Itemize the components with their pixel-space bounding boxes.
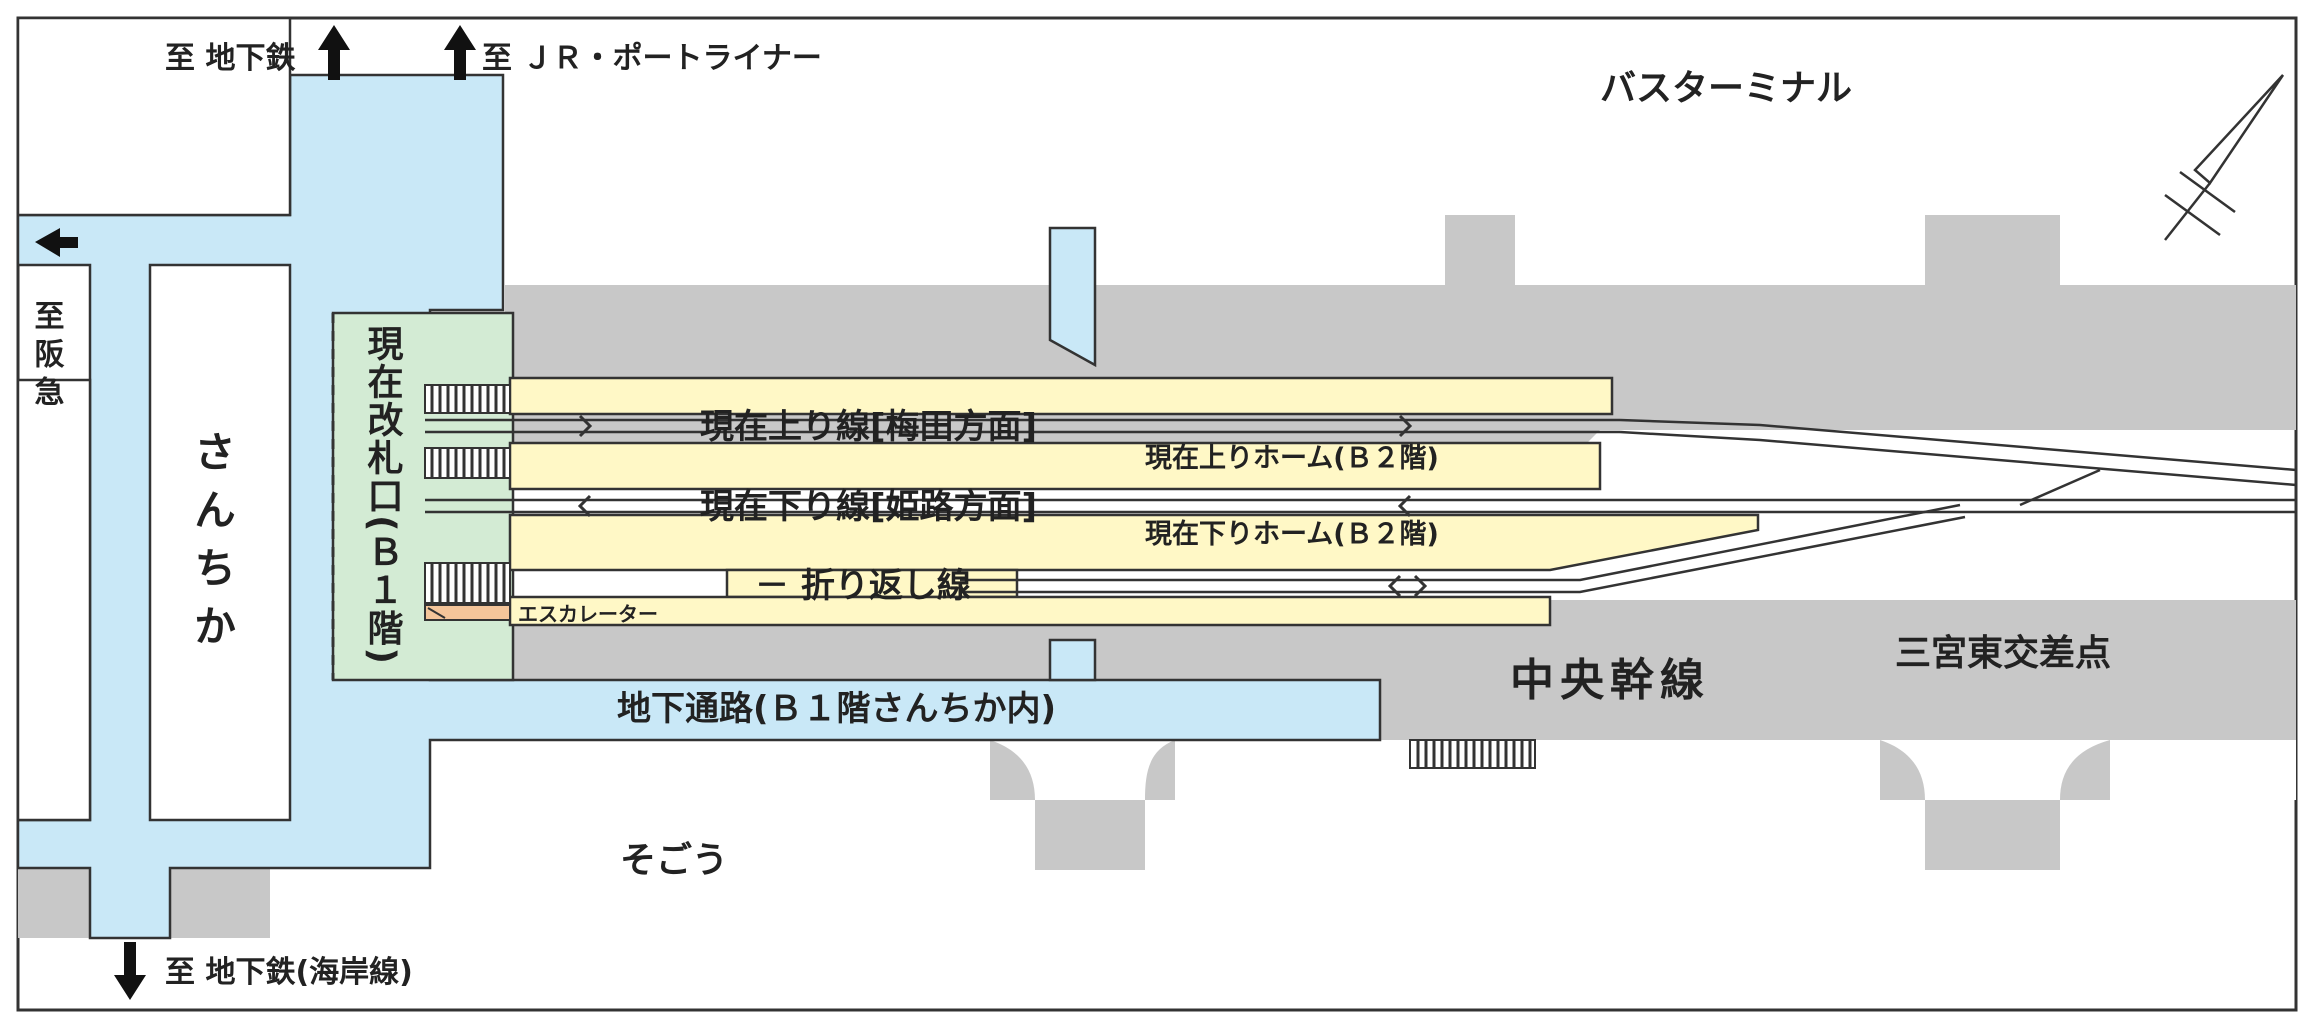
label-sogo: そごう [620,840,728,881]
label-sannomiya-east-intersection: 三宮東交差点 [1895,632,2111,674]
label-to-subway-kaigan: 至 地下鉄(海岸線) [165,955,413,990]
label-platform-down: 現在下りホーム(Ｂ２階) [1145,519,1439,550]
label-bus-terminal: バスターミナル [1600,68,1852,109]
stairs-lower [424,562,511,604]
label-chuo-kansen: 中央幹線 [1510,655,1710,706]
stairs-middle [424,447,511,479]
direction-chevrons [577,414,1428,598]
label-platform-up: 現在上りホーム(Ｂ２階) [1145,443,1439,474]
stairs [424,384,1536,769]
escalator [424,604,511,621]
stairs-passage-end [1409,739,1536,769]
label-line-up: 現在上り線[梅田方面] [700,407,1037,447]
arrow-left-hankyu-icon [35,228,78,257]
label-to-hankyu: 至阪急 [29,300,65,414]
stairs-top [424,384,511,414]
label-underground-passage: 地下通路(Ｂ１階さんちか内) [617,689,1056,729]
label-sanchika: さんちか [188,430,237,662]
tracks [425,418,2297,594]
north-arrow-icon [2164,74,2285,241]
label-to-jr-portliner: 至 ＪＲ・ポートライナー [482,41,822,76]
road-cutouts [430,740,2296,800]
label-line-down: 現在下り線[姫路方面] [700,487,1037,527]
building-blocks [16,16,292,822]
platform-up [508,376,1614,416]
platforms [508,376,1760,627]
current-gate-area [331,311,515,682]
arrow-up-jr-icon [444,25,476,80]
arrow-down-kaigan-icon [114,942,146,1000]
label-escalator: エスカレーター [518,602,658,626]
label-to-subway: 至 地下鉄 [165,41,295,76]
sanchika-block [148,263,292,822]
label-current-gate: 現在改札口(Ｂ１階) [362,325,404,666]
arrow-up-subway-icon [318,25,350,80]
platform-down [508,513,1760,572]
label-turnback-line: － 折り返し線 [755,566,971,606]
